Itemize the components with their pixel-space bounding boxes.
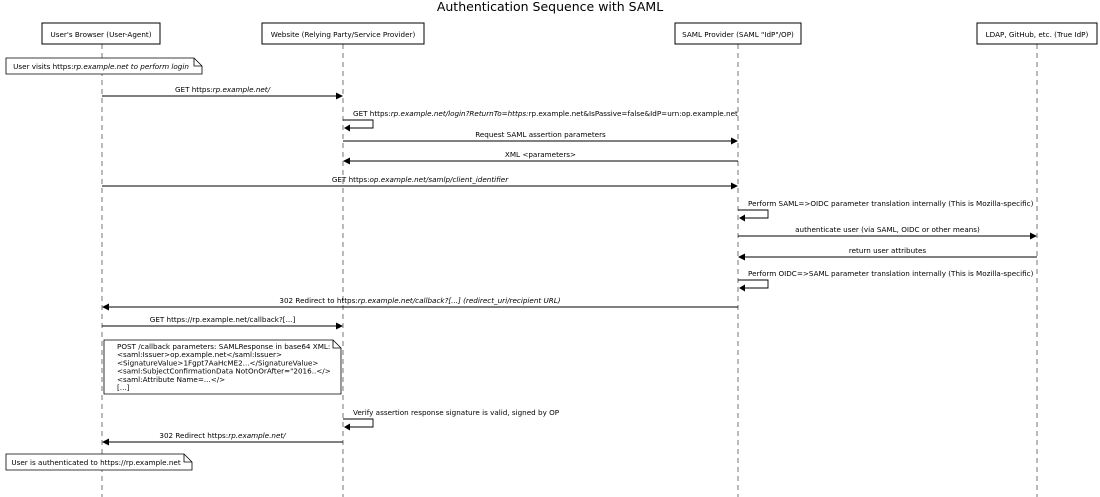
message-op-to-idp: authenticate user (via SAML, OIDC or oth… xyxy=(738,225,1037,240)
message-label: Request SAML assertion parameters xyxy=(475,130,606,139)
message-rp-to-rp: GET https:rp.example.net/login?ReturnTo=… xyxy=(343,109,738,132)
label-segment: return user attributes xyxy=(849,246,927,255)
participant-box xyxy=(41,22,161,45)
message-label: GET https://rp.example.net/callback?[...… xyxy=(150,315,296,324)
participant-label: SAML Provider (SAML "IdP"/OP) xyxy=(682,30,794,39)
participant-box xyxy=(674,22,802,45)
message-label: GET https:op.example.net/samlp/client_id… xyxy=(332,175,509,184)
message-browser-to-rp: GET https://rp.example.net/callback?[...… xyxy=(102,315,343,330)
arrow-head xyxy=(344,124,350,132)
arrow-head xyxy=(336,322,343,330)
participant-headers: User's Browser (User-Agent) Website (Rely… xyxy=(41,22,1098,45)
self-arrow-line xyxy=(738,279,769,289)
participant-label: Website (Relying Party/Service Provider) xyxy=(271,30,416,39)
participant-op: SAML Provider (SAML "IdP"/OP) xyxy=(674,22,802,45)
note-text: User visits https:rp.example.net to perf… xyxy=(13,62,189,71)
participant-label: User's Browser (User-Agent) xyxy=(50,30,151,39)
label-segment: XML <parameters> xyxy=(505,150,576,159)
participant-browser: User's Browser (User-Agent) xyxy=(41,22,161,45)
label-segment: rp.example.net/ xyxy=(213,85,272,94)
arrow-head xyxy=(336,92,343,100)
arrow-head xyxy=(731,182,738,190)
note: POST /callback parameters: SAMLResponse … xyxy=(103,339,342,395)
label-segment: rp.example.net to perform login xyxy=(74,62,190,71)
label-segment: GET https: xyxy=(332,175,370,184)
message-label: return user attributes xyxy=(849,246,927,255)
arrow-head xyxy=(731,137,738,145)
message-label: Perform OIDC=>SAML parameter translation… xyxy=(748,269,1034,278)
message-browser-to-op: GET https:op.example.net/samlp/client_id… xyxy=(102,175,738,190)
label-segment: rp.example.net/login?ReturnTo=https: xyxy=(391,109,529,118)
lifelines xyxy=(101,44,1038,497)
arrow-head xyxy=(738,253,745,261)
label-segment: authenticate user (via SAML, OIDC or oth… xyxy=(795,225,980,234)
label-segment: rp.example.net&IsPassive=false&IdP=urn:o… xyxy=(529,109,738,118)
note-fold xyxy=(183,454,192,463)
message-label: Perform SAML=>OIDC parameter translation… xyxy=(748,199,1034,208)
participant-idp: LDAP, GitHub, etc. (True IdP) xyxy=(976,22,1098,45)
label-segment: Perform SAML=>OIDC parameter translation… xyxy=(748,199,1034,208)
message-label: XML <parameters> xyxy=(505,150,576,159)
self-arrow-line xyxy=(738,209,769,219)
note: User visits https:rp.example.net to perf… xyxy=(5,57,203,75)
note-box xyxy=(5,57,203,75)
note: User is authenticated to https://rp.exam… xyxy=(5,453,193,471)
participant-rp: Website (Relying Party/Service Provider) xyxy=(261,22,425,45)
arrow-head xyxy=(1030,232,1037,240)
message-label: GET https:rp.example.net/login?ReturnTo=… xyxy=(353,109,738,118)
note-fold xyxy=(332,340,341,349)
message-label: 302 Redirect to https:rp.example.net/cal… xyxy=(279,296,560,305)
message-label: authenticate user (via SAML, OIDC or oth… xyxy=(795,225,980,234)
message-rp-to-browser: 302 Redirect https:rp.example.net/ xyxy=(102,431,343,446)
participant-box xyxy=(976,22,1098,45)
message-rp-to-rp: Verify assertion response signature is v… xyxy=(343,408,560,431)
message-op-to-op: Perform OIDC=>SAML parameter translation… xyxy=(738,269,1034,292)
note-line: <saml:SubjectConfirmationData NotOnOrAft… xyxy=(117,367,331,376)
message-rp-to-op: Request SAML assertion parameters xyxy=(343,130,738,145)
label-segment: GET https://rp.example.net/callback?[...… xyxy=(150,315,296,324)
label-segment: User visits https: xyxy=(13,62,73,71)
arrow-head xyxy=(344,423,350,431)
label-segment: rp.example.net/ xyxy=(228,431,287,440)
note-line: <saml:Issuer>op.example.net</saml:Issuer… xyxy=(117,350,282,359)
message-op-to-browser: 302 Redirect to https:rp.example.net/cal… xyxy=(102,296,738,311)
message-idp-to-op: return user attributes xyxy=(738,246,1037,261)
label-segment: Request SAML assertion parameters xyxy=(475,130,606,139)
label-segment: Perform OIDC=>SAML parameter translation… xyxy=(748,269,1034,278)
arrow-head xyxy=(739,214,745,222)
arrow-head xyxy=(102,438,109,446)
participant-label: LDAP, GitHub, etc. (True IdP) xyxy=(986,30,1089,39)
label-segment: 302 Redirect https: xyxy=(159,431,228,440)
label-segment: User is authenticated to https://rp.exam… xyxy=(11,458,181,467)
diagram-title: Authentication Sequence with SAML xyxy=(437,0,663,14)
arrow-head xyxy=(102,303,109,311)
label-segment: 302 Redirect to https: xyxy=(279,296,357,305)
sequence-steps: User visits https:rp.example.net to perf… xyxy=(5,57,1037,471)
participant-box xyxy=(261,22,425,45)
label-segment: GET https: xyxy=(175,85,213,94)
note-line: [...] xyxy=(117,383,130,392)
note-fold xyxy=(193,58,202,67)
message-op-to-op: Perform SAML=>OIDC parameter translation… xyxy=(738,199,1034,222)
note-line: <SignatureValue>1Fgpt7AaHcME2...</Signat… xyxy=(117,358,318,367)
message-browser-to-rp: GET https:rp.example.net/ xyxy=(102,85,343,100)
note-line: <saml:Attribute Name=...</> xyxy=(117,375,225,384)
message-label: 302 Redirect https:rp.example.net/ xyxy=(159,431,287,440)
self-arrow-line xyxy=(343,119,374,129)
note-box xyxy=(103,339,342,395)
note-line: POST /callback parameters: SAMLResponse … xyxy=(117,342,330,351)
message-label: Verify assertion response signature is v… xyxy=(353,408,560,417)
self-arrow-line xyxy=(343,418,374,428)
label-segment: GET https: xyxy=(353,109,391,118)
arrow-head xyxy=(739,284,745,292)
message-op-to-rp: XML <parameters> xyxy=(343,150,738,165)
label-segment: Verify assertion response signature is v… xyxy=(353,408,560,417)
note-box xyxy=(5,453,193,471)
arrow-head xyxy=(343,157,350,165)
note-text: User is authenticated to https://rp.exam… xyxy=(11,458,181,467)
label-segment: op.example.net/samlp/client_identifier xyxy=(370,175,510,184)
message-label: GET https:rp.example.net/ xyxy=(175,85,272,94)
label-segment: rp.example.net/callback?[...] (redirect_… xyxy=(358,296,561,305)
